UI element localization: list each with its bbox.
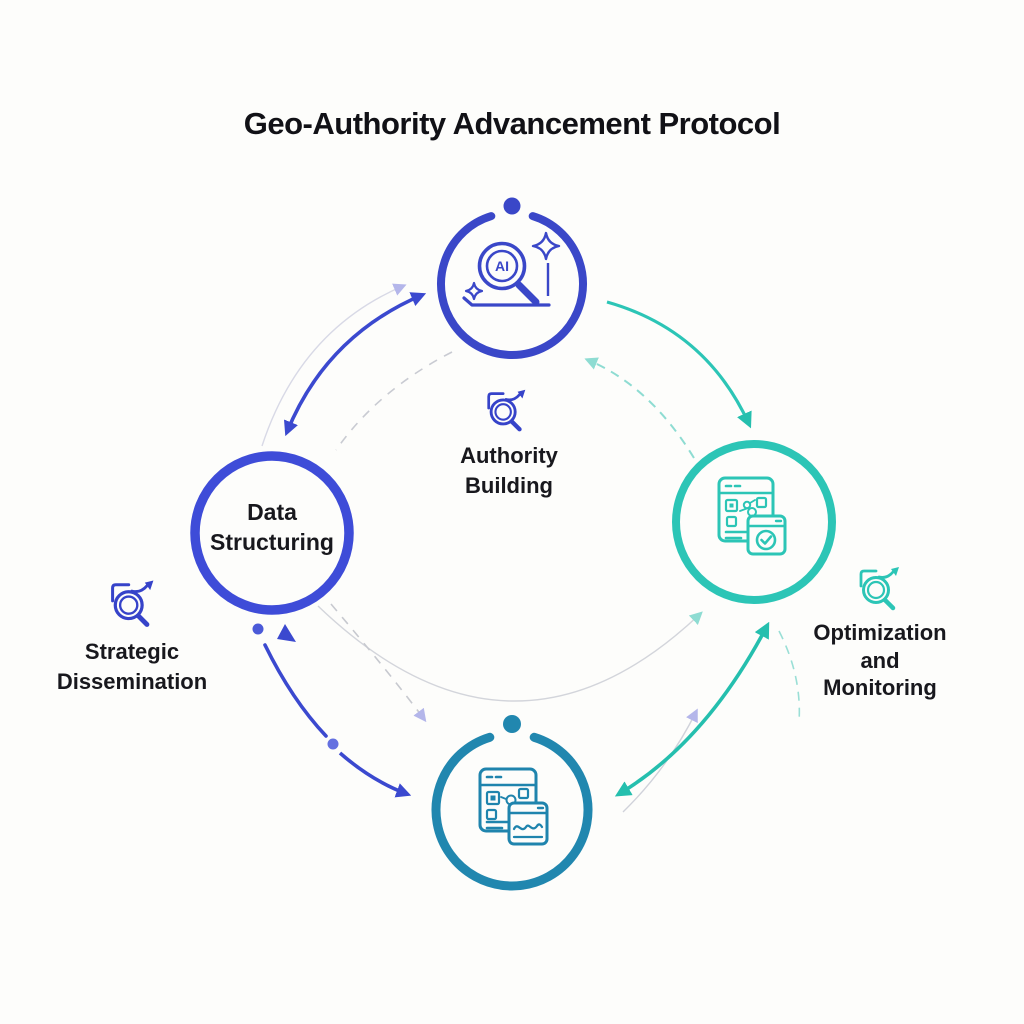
arrow-bottom-right-bidirectional	[614, 621, 770, 797]
node-ring-top-dot	[503, 197, 521, 215]
node-ring-authority-building	[437, 212, 587, 360]
page-title: Geo-Authority Advancement Protocol	[243, 106, 781, 141]
arc-dashed-top-left	[335, 351, 453, 451]
search-growth-icon-optimization	[861, 567, 899, 608]
flow-dot-left	[252, 623, 264, 635]
webpage-schema-checkmark-icon	[717, 476, 787, 556]
ai-badge: AI	[495, 258, 509, 274]
arrow-left-down-segment	[263, 643, 328, 738]
webpage-schema-analytics-icon	[478, 767, 549, 846]
node-ring-optimization-monitoring	[672, 440, 836, 604]
arrowhead-bottom-to-left	[277, 624, 296, 642]
arc-dashed-teal-outer-right	[778, 630, 801, 723]
node-ring-bottom-dot	[503, 715, 521, 733]
arrow-dashed-right-to-top	[584, 357, 695, 459]
arrow-top-to-right	[606, 300, 752, 429]
arrow-outer-lavender-top-left	[261, 283, 407, 447]
arrow-thin-mid-lavender-bottom-right	[622, 708, 698, 813]
arc-long-thin-bottom	[317, 605, 703, 702]
arrow-dashed-lavender-bottom-left	[330, 603, 427, 723]
node-ring-data-structuring	[190, 451, 354, 615]
label-optimization-and-monitoring: Optimization and Monitoring	[813, 620, 947, 701]
label-strategic-dissemination: Strategic Dissemination	[56, 639, 208, 694]
flow-dot-mid	[327, 738, 339, 750]
node-ring-bottom	[431, 732, 593, 891]
search-growth-icon-strategic	[113, 580, 154, 624]
label-authority-building: Authority Building	[460, 443, 558, 498]
search-growth-icon-authority	[489, 390, 526, 429]
ai-search-magnifier-icon: AI	[462, 231, 561, 307]
label-data-structuring: Data Structuring	[210, 499, 334, 555]
arrow-left-to-bottom	[338, 751, 412, 798]
arrow-left-top-bidirectional	[284, 292, 427, 437]
